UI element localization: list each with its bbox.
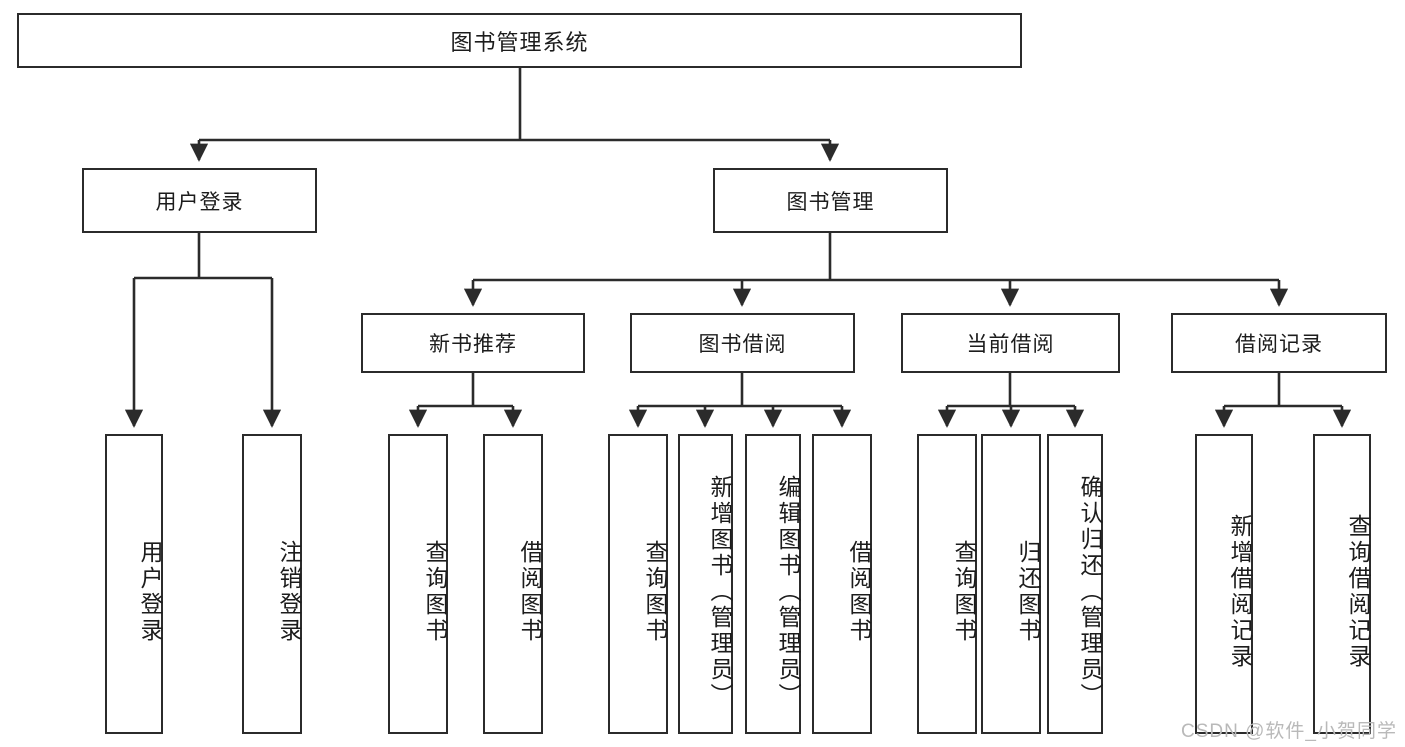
node-label: 用户登录	[137, 540, 163, 644]
watermark: CSDN @软件_小贺同学	[1181, 721, 1397, 742]
node-book-management[interactable]: 图书管理	[713, 168, 948, 233]
node-label: 注销登录	[276, 540, 302, 644]
node-label: 用户登录	[155, 190, 244, 214]
leaf-add-book-admin[interactable]: 新增图书（管理员）	[678, 434, 733, 734]
leaf-query-book-borrow[interactable]: 查询图书	[608, 434, 668, 734]
node-label: 借阅图书	[846, 540, 872, 644]
node-label: 归还图书	[1015, 540, 1041, 644]
leaf-query-book-current[interactable]: 查询图书	[917, 434, 977, 734]
node-label: 查询借阅记录	[1345, 514, 1371, 670]
node-new-book-recommend[interactable]: 新书推荐	[361, 313, 585, 373]
node-label: 图书借阅	[698, 333, 787, 356]
node-label: 图书管理	[786, 190, 875, 214]
leaf-confirm-return-admin[interactable]: 确认归还（管理员）	[1047, 434, 1103, 734]
node-user-login[interactable]: 用户登录	[82, 168, 317, 233]
node-label: 查询图书	[422, 540, 448, 644]
node-current-borrow[interactable]: 当前借阅	[901, 313, 1120, 373]
leaf-return-book[interactable]: 归还图书	[981, 434, 1041, 734]
node-label: 新增借阅记录	[1227, 514, 1253, 670]
leaf-borrow-book-recommend[interactable]: 借阅图书	[483, 434, 543, 734]
node-book-borrow[interactable]: 图书借阅	[630, 313, 855, 373]
node-label: 图书管理系统	[450, 29, 589, 55]
node-label: 确认归还（管理员）	[1077, 475, 1103, 709]
leaf-query-borrow-record[interactable]: 查询借阅记录	[1313, 434, 1371, 734]
node-label: 查询图书	[951, 540, 977, 644]
node-label: 当前借阅	[966, 333, 1055, 356]
node-label: 新书推荐	[429, 333, 517, 356]
node-label: 借阅记录	[1235, 333, 1323, 356]
leaf-borrow-book[interactable]: 借阅图书	[812, 434, 872, 734]
node-label: 新增图书（管理员）	[707, 475, 733, 709]
node-label: 查询图书	[642, 540, 668, 644]
leaf-edit-book-admin[interactable]: 编辑图书（管理员）	[745, 434, 801, 734]
leaf-user-login[interactable]: 用户登录	[105, 434, 163, 734]
node-label: 编辑图书（管理员）	[775, 475, 801, 709]
node-label: 借阅图书	[517, 540, 543, 644]
leaf-add-borrow-record[interactable]: 新增借阅记录	[1195, 434, 1253, 734]
leaf-query-book-recommend[interactable]: 查询图书	[388, 434, 448, 734]
node-root[interactable]: 图书管理系统	[17, 13, 1022, 68]
leaf-logout[interactable]: 注销登录	[242, 434, 302, 734]
node-borrow-record[interactable]: 借阅记录	[1171, 313, 1387, 373]
